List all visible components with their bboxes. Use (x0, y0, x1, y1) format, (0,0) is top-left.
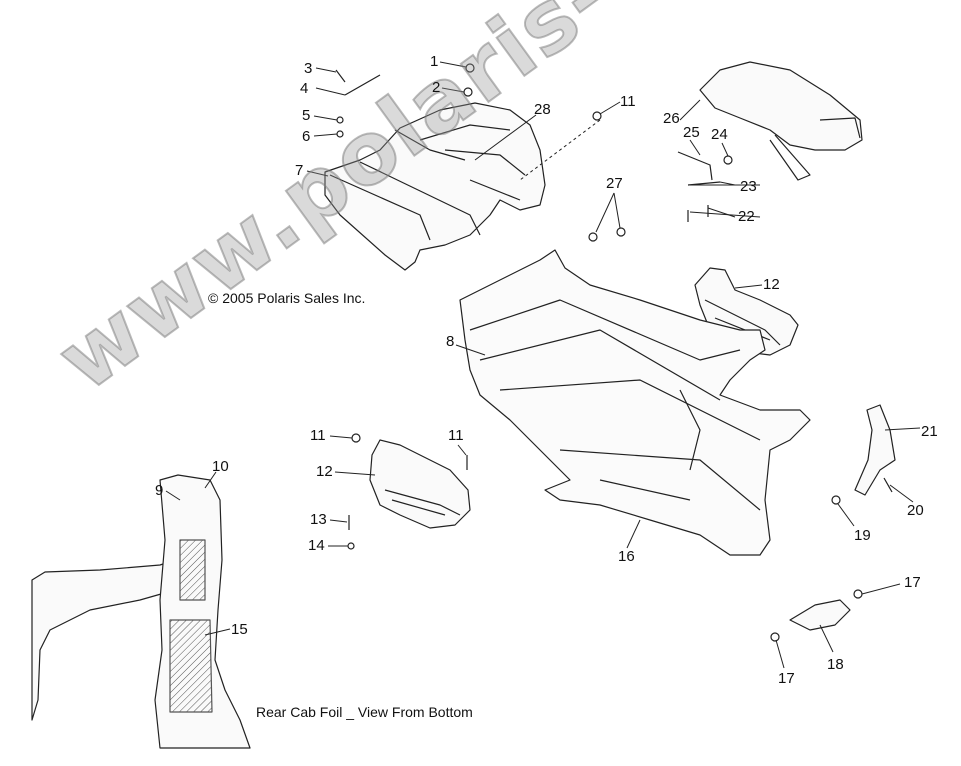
callout-4: 4 (300, 80, 309, 97)
callout-22: 22 (738, 208, 755, 225)
nut-17a (853, 589, 863, 599)
bracket-21 (854, 404, 896, 496)
clip-4 (344, 74, 381, 96)
callout-9: 9 (155, 482, 164, 499)
pin-22 (687, 205, 709, 222)
bolt-1 (465, 63, 475, 73)
callout-15: 15 (231, 621, 248, 638)
callout-16: 16 (618, 548, 635, 565)
copyright-notice: © 2005 Polaris Sales Inc. (208, 290, 366, 306)
callout-1: 1 (430, 53, 439, 70)
callout-28: 28 (534, 101, 551, 118)
rear-cab-part (324, 102, 546, 271)
callout-13: 13 (310, 511, 327, 528)
callout-20: 20 (907, 502, 924, 519)
callout-6: 6 (302, 128, 311, 145)
callout-5: 5 (302, 107, 311, 124)
callout-10: 10 (212, 458, 229, 475)
callout-18: 18 (827, 656, 844, 673)
nut-19 (831, 495, 841, 505)
callout-17-right: 17 (904, 574, 921, 591)
callout-11-left: 11 (310, 427, 326, 444)
bracket-25 (677, 151, 713, 181)
left-footwell-part (369, 439, 471, 529)
callout-8: 8 (446, 333, 455, 350)
seat-part (699, 61, 863, 151)
nut-11a (592, 111, 602, 121)
bolt-20 (883, 477, 893, 493)
bracket-18 (789, 599, 851, 631)
figure-caption: Rear Cab Foil _ View From Bottom (256, 704, 473, 720)
main-frame (459, 249, 811, 556)
callout-14: 14 (308, 537, 325, 554)
callout-23: 23 (740, 178, 757, 195)
callout-11-mid: 11 (448, 427, 464, 444)
callout-7: 7 (295, 162, 304, 179)
callout-19: 19 (854, 527, 871, 544)
pin-3 (335, 69, 346, 83)
callout-3: 3 (304, 60, 313, 77)
callout-17-bottom: 17 (778, 670, 795, 687)
callout-24: 24 (711, 126, 728, 143)
nut-27a (588, 232, 598, 242)
grommet-24 (723, 155, 733, 165)
callout-2: 2 (432, 79, 441, 96)
callout-12-right: 12 (763, 276, 780, 293)
callout-25: 25 (683, 124, 700, 141)
callout-11-top: 11 (620, 93, 636, 110)
nut-17b (770, 632, 780, 642)
callout-12-left: 12 (316, 463, 333, 480)
nut-27b (616, 227, 626, 237)
callout-27: 27 (606, 175, 623, 192)
callout-26: 26 (663, 110, 680, 127)
rear-cab-foil (31, 559, 176, 721)
screw-14 (347, 542, 355, 550)
callout-21: 21 (921, 423, 938, 440)
bolt-11b (351, 433, 361, 443)
